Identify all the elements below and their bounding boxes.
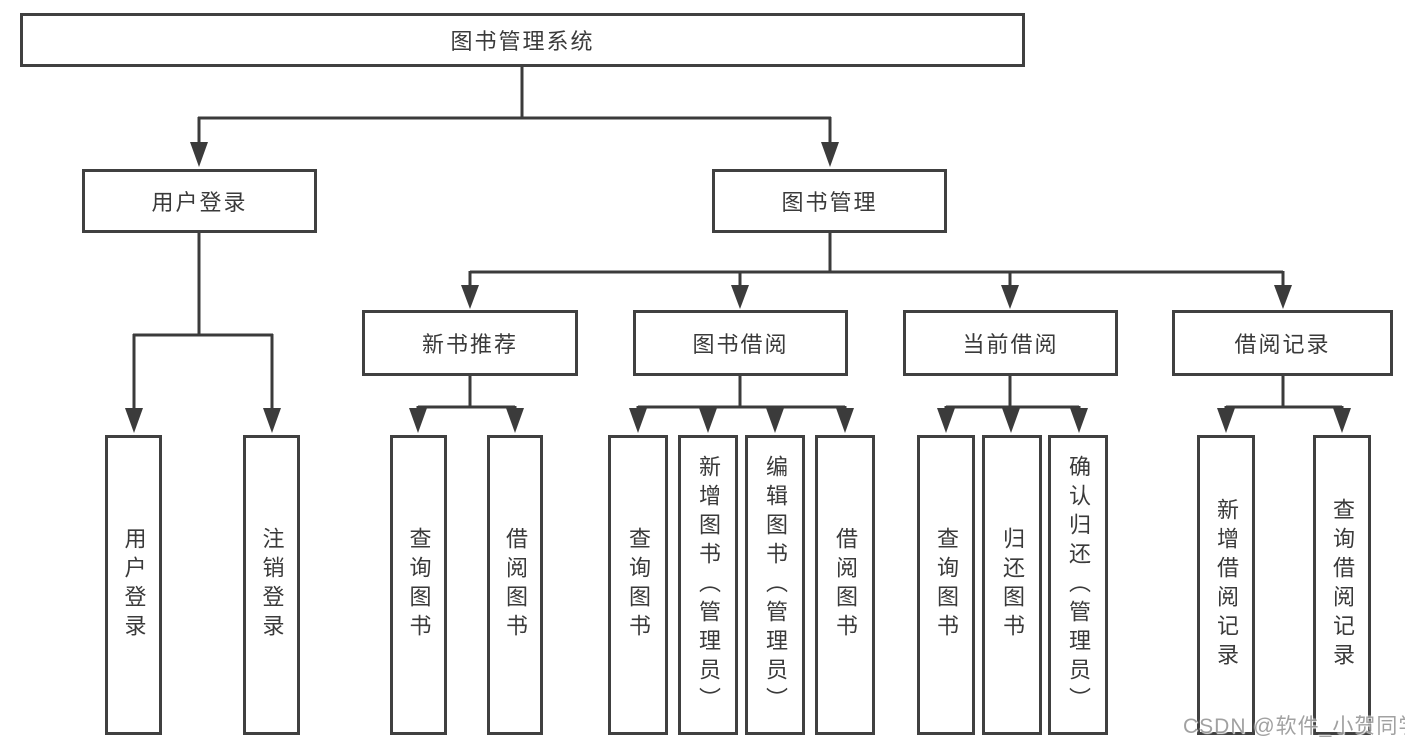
node-book-management: 图书管理 — [712, 169, 947, 233]
node-current-borrow: 当前借阅 — [903, 310, 1118, 376]
edge-root-to-level2 — [190, 67, 839, 167]
node-book-borrow: 图书借阅 — [633, 310, 848, 376]
node-leaf-logout: 注销登录 — [243, 435, 300, 735]
edge-bookmgmt-to-level3 — [461, 233, 1292, 309]
node-leaf-borrow-add-book-admin: 新增图书（管理员） — [678, 435, 738, 735]
node-leaf-current-confirm-return-admin: 确认归还（管理员） — [1048, 435, 1108, 735]
edge-bookborrow-to-children — [629, 376, 854, 433]
node-leaf-current-return-book: 归还图书 — [982, 435, 1042, 735]
node-leaf-record-query: 查询借阅记录 — [1313, 435, 1371, 735]
node-leaf-current-query-book: 查询图书 — [917, 435, 975, 735]
node-leaf-record-add: 新增借阅记录 — [1197, 435, 1255, 735]
node-borrow-record: 借阅记录 — [1172, 310, 1393, 376]
edge-borrowrecord-to-children — [1217, 376, 1351, 433]
edge-newbookrec-to-children — [409, 376, 524, 433]
node-leaf-user-login: 用户登录 — [105, 435, 162, 735]
node-user-login: 用户登录 — [82, 169, 317, 233]
node-leaf-borrow-borrow-book: 借阅图书 — [815, 435, 875, 735]
edge-currentborrow-to-children — [937, 376, 1088, 433]
node-leaf-rec-borrow-book: 借阅图书 — [487, 435, 543, 735]
watermark-text: CSDN @软件_小贺同学 — [1183, 715, 1405, 738]
node-new-book-recommend: 新书推荐 — [362, 310, 578, 376]
edge-userlogin-to-children — [125, 233, 281, 433]
node-leaf-rec-query-book: 查询图书 — [390, 435, 447, 735]
node-leaf-borrow-edit-book-admin: 编辑图书（管理员） — [745, 435, 805, 735]
node-root: 图书管理系统 — [20, 13, 1025, 67]
node-leaf-borrow-query-book: 查询图书 — [608, 435, 668, 735]
